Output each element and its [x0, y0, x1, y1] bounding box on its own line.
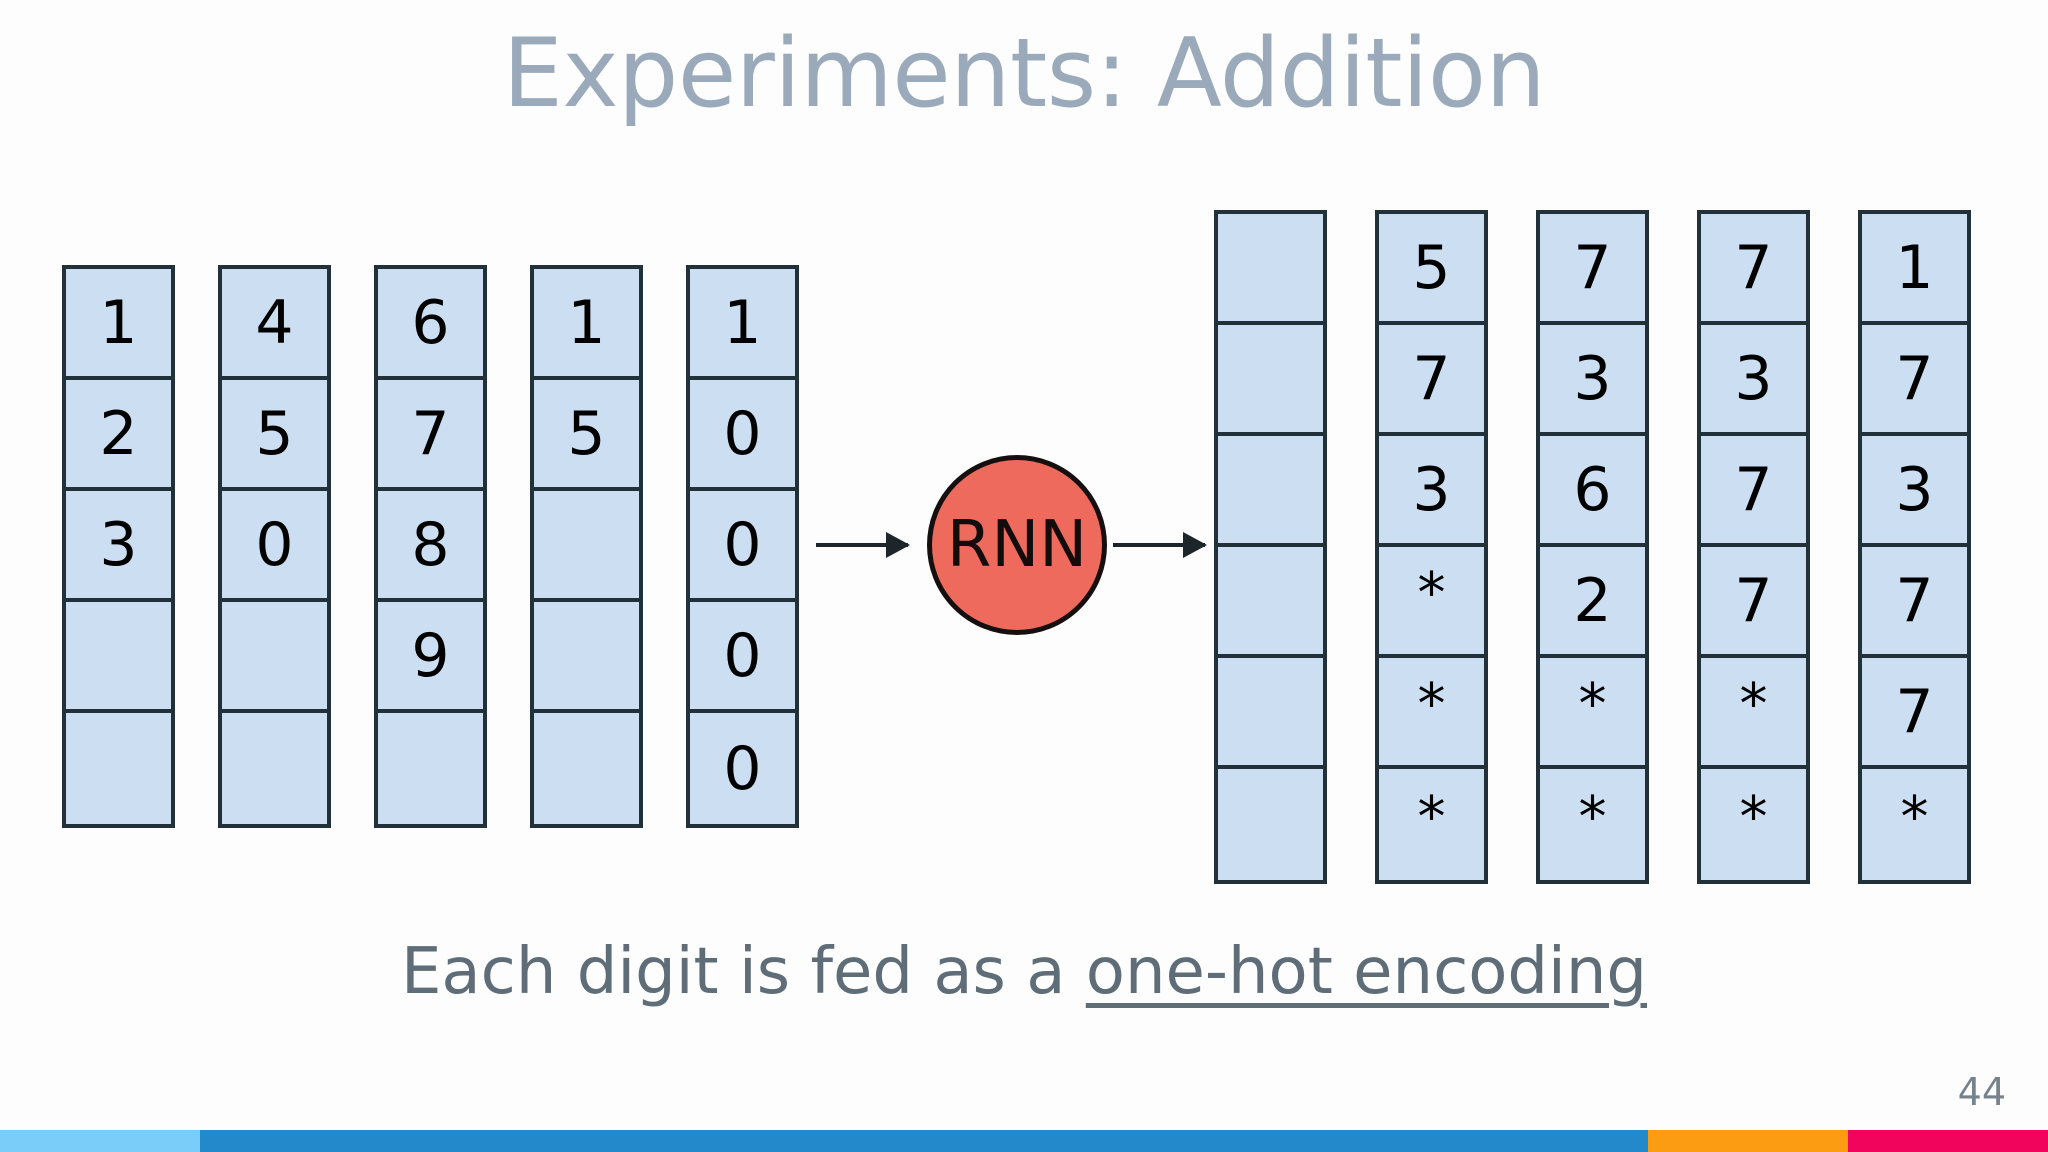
digit-cell: 0 — [690, 491, 795, 602]
digit-cell — [534, 491, 639, 602]
digit-cell: 7 — [1379, 325, 1484, 436]
digit-cell: 3 — [66, 491, 171, 602]
digit-cell — [1218, 214, 1323, 325]
digit-cell: * — [1379, 769, 1484, 880]
digit-cell: 6 — [378, 269, 483, 380]
digit-cell: 0 — [690, 713, 795, 824]
digit-cell: 0 — [690, 380, 795, 491]
page-title: Experiments: Addition — [502, 19, 1546, 129]
digit-cell: 7 — [1862, 547, 1967, 658]
digit-cell: 1 — [690, 269, 795, 380]
digit-cell: 0 — [222, 491, 327, 602]
input-to-rnn-arrow — [816, 532, 910, 558]
digit-cell: 3 — [1862, 436, 1967, 547]
bar-segment-pink — [1848, 1130, 2048, 1152]
digit-cell: * — [1379, 658, 1484, 769]
digit-cell — [378, 713, 483, 824]
digit-cell: 2 — [1540, 547, 1645, 658]
digit-cell: 3 — [1379, 436, 1484, 547]
digit-cell: 3 — [1701, 325, 1806, 436]
rnn-node: RNN — [927, 455, 1107, 635]
digit-cell — [66, 602, 171, 713]
digit-cell: 6 — [1540, 436, 1645, 547]
digit-cell: 7 — [1701, 436, 1806, 547]
digit-cell — [1218, 658, 1323, 769]
digit-cell: 2 — [66, 380, 171, 491]
digit-cell: 5 — [534, 380, 639, 491]
digit-cell: 0 — [690, 602, 795, 713]
digit-cell: 1 — [534, 269, 639, 380]
digit-cell: * — [1540, 658, 1645, 769]
digit-cell — [1218, 547, 1323, 658]
digit-cell — [1218, 436, 1323, 547]
digit-cell: * — [1701, 658, 1806, 769]
digit-cell: 5 — [222, 380, 327, 491]
caption-prefix: Each digit is fed as a — [400, 935, 1086, 1009]
digit-cell: 7 — [1701, 214, 1806, 325]
digit-cell: 1 — [66, 269, 171, 380]
digit-cell: 1 — [1862, 214, 1967, 325]
bottom-color-bar — [0, 1130, 2048, 1152]
digit-cell: 7 — [1701, 547, 1806, 658]
slide-caption: Each digit is fed as a one-hot encoding — [0, 935, 2048, 1009]
bar-segment-blue — [200, 1130, 1648, 1152]
digit-cell — [534, 602, 639, 713]
rnn-to-output-arrow — [1113, 532, 1207, 558]
bar-segment-light-blue — [0, 1130, 200, 1152]
digit-cell: 7 — [378, 380, 483, 491]
digit-cell: 7 — [1540, 214, 1645, 325]
digit-cell — [222, 602, 327, 713]
digit-cell: 4 — [222, 269, 327, 380]
digit-cell — [222, 713, 327, 824]
digit-cell: * — [1379, 547, 1484, 658]
digit-cell: 7 — [1862, 658, 1967, 769]
bar-segment-orange — [1648, 1130, 1848, 1152]
digit-cell: * — [1701, 769, 1806, 880]
digit-cell: * — [1540, 769, 1645, 880]
digit-cell: 8 — [378, 491, 483, 602]
digit-cell: 7 — [1862, 325, 1967, 436]
digit-cell — [1218, 769, 1323, 880]
caption-emphasis: one-hot encoding — [1085, 935, 1648, 1009]
digit-cell: 9 — [378, 602, 483, 713]
digit-cell — [1218, 325, 1323, 436]
digit-cell — [534, 713, 639, 824]
digit-cell — [66, 713, 171, 824]
page-number: 44 — [1957, 1070, 2006, 1114]
digit-cell: * — [1862, 769, 1967, 880]
digit-cell: 5 — [1379, 214, 1484, 325]
output-col-1 — [1214, 210, 1327, 884]
digit-cell: 3 — [1540, 325, 1645, 436]
